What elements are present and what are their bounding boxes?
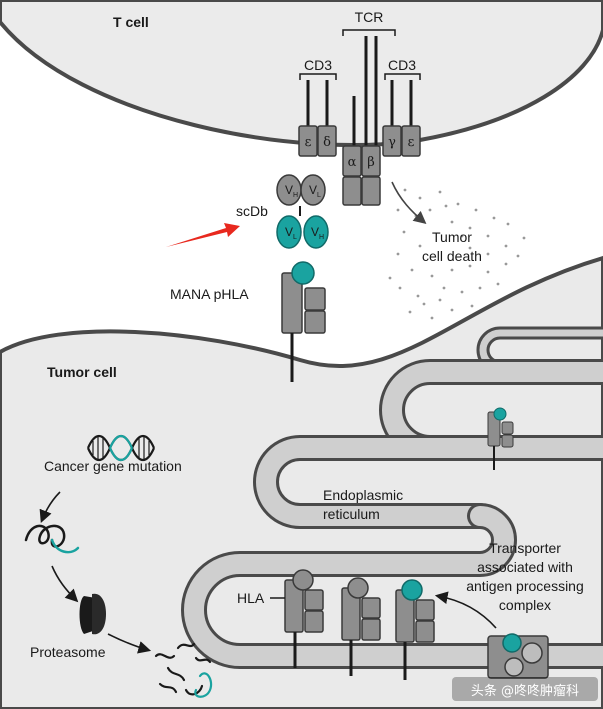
peptide-fragments	[154, 642, 213, 698]
death-dot	[438, 298, 442, 302]
death-dot	[504, 262, 508, 266]
death-dot	[504, 244, 508, 248]
cd3-gamma: γ	[388, 135, 396, 150]
death-dot	[450, 220, 454, 224]
cd3-delta: δ	[323, 135, 331, 150]
death-dot	[403, 188, 407, 192]
tumor-cell-death-label-line2: cell death	[422, 248, 482, 264]
red-pointer-arrow	[166, 223, 240, 247]
mana-phla-label: MANA pHLA	[170, 286, 249, 302]
tcr-cd3-stalks	[306, 36, 413, 150]
death-dot	[422, 302, 426, 306]
scdb-vh-bottom: V	[311, 225, 319, 239]
process-arrows	[39, 181, 497, 654]
er-hla-empty-1	[284, 569, 324, 668]
death-dot	[486, 234, 490, 238]
scdb-molecule: V H V L V L V H	[276, 174, 329, 249]
tcr-label: TCR	[355, 9, 384, 25]
mutant-protein-squiggle	[24, 524, 80, 554]
death-dot	[492, 216, 496, 220]
death-dot	[516, 254, 520, 258]
death-dot	[486, 252, 490, 256]
scdb-vl-top: V	[309, 183, 317, 197]
endoplasmic-reticulum	[181, 326, 603, 669]
tap-label-line2: associated with	[477, 559, 573, 575]
tumor-cell-label: Tumor cell	[47, 364, 117, 380]
endoplasmic-reticulum-label-line2: reticulum	[323, 506, 380, 522]
cd3-right-subunits: γ ε	[382, 125, 421, 157]
cd3-left-label: CD3	[304, 57, 332, 73]
tumor-cell-death-dots	[388, 188, 526, 320]
death-dot	[410, 268, 414, 272]
death-dot	[522, 236, 526, 240]
t-cell-label: T cell	[113, 14, 149, 30]
watermark-text: 头条 @咚咚肿瘤科	[471, 683, 579, 699]
death-dot	[396, 208, 400, 212]
tcr-alpha-chain: α	[348, 155, 357, 170]
scdb-vl-bottom-sub: L	[293, 234, 297, 241]
death-dot	[430, 274, 434, 278]
death-dot	[506, 222, 510, 226]
dna-helix-icon	[86, 434, 156, 462]
proteasome-label: Proteasome	[30, 644, 106, 660]
watermark-background	[452, 677, 598, 701]
death-dot	[478, 286, 482, 290]
death-dot	[460, 234, 464, 238]
death-dot	[396, 252, 400, 256]
death-dot	[474, 208, 478, 212]
death-dot	[438, 190, 442, 194]
death-dot	[468, 246, 472, 250]
death-dot	[444, 204, 448, 208]
cd3-right-label: CD3	[388, 57, 416, 73]
death-dot	[388, 276, 392, 280]
death-dot	[402, 230, 406, 234]
death-dot	[416, 294, 420, 298]
death-dot	[460, 290, 464, 294]
cd3-left-subunits: ε δ	[298, 125, 337, 157]
er-hla-small	[487, 407, 514, 470]
label-brackets	[299, 29, 421, 80]
death-dot	[408, 310, 412, 314]
cd3-epsilon-left: ε	[305, 135, 312, 150]
death-dot	[442, 286, 446, 290]
hla-label: HLA	[237, 590, 265, 606]
tap-label-line1: Transporter	[489, 540, 561, 556]
death-dot	[470, 304, 474, 308]
tap-label-line3: antigen processing	[466, 578, 584, 594]
death-dot	[428, 208, 432, 212]
death-dot	[468, 226, 472, 230]
scdb-vh-bottom-sub: H	[319, 234, 324, 241]
death-dot	[418, 244, 422, 248]
death-dot	[398, 286, 402, 290]
cd3-epsilon-right: ε	[408, 135, 415, 150]
death-dot	[450, 308, 454, 312]
death-dot	[430, 316, 434, 320]
tcr-alpha-beta: α β	[342, 145, 381, 206]
scdb-vl-top-sub: L	[317, 192, 321, 199]
scdb-vh-top-sub: H	[293, 192, 298, 199]
t-cell-membrane	[0, 0, 603, 147]
death-dot	[496, 282, 500, 286]
death-dot	[450, 268, 454, 272]
death-dot	[468, 264, 472, 268]
death-dot	[486, 270, 490, 274]
endoplasmic-reticulum-label-line1: Endoplasmic	[323, 487, 403, 503]
scdb-vh-top: V	[285, 183, 293, 197]
er-hla-empty-2	[341, 577, 381, 676]
tumor-cell-death-label-line1: Tumor	[432, 229, 472, 245]
mana-phla-complex	[281, 261, 326, 382]
scdb-vl-bottom: V	[285, 225, 293, 239]
cancer-gene-mutation-label: Cancer gene mutation	[44, 458, 182, 474]
tcr-beta-chain: β	[367, 155, 375, 170]
tap-label-line4: complex	[499, 597, 551, 613]
er-hla-loaded	[395, 579, 435, 680]
proteasome-icon	[79, 593, 106, 635]
scdb-label: scDb	[236, 203, 268, 219]
death-dot	[418, 196, 422, 200]
death-dot	[456, 202, 460, 206]
tap-complex	[487, 633, 549, 679]
